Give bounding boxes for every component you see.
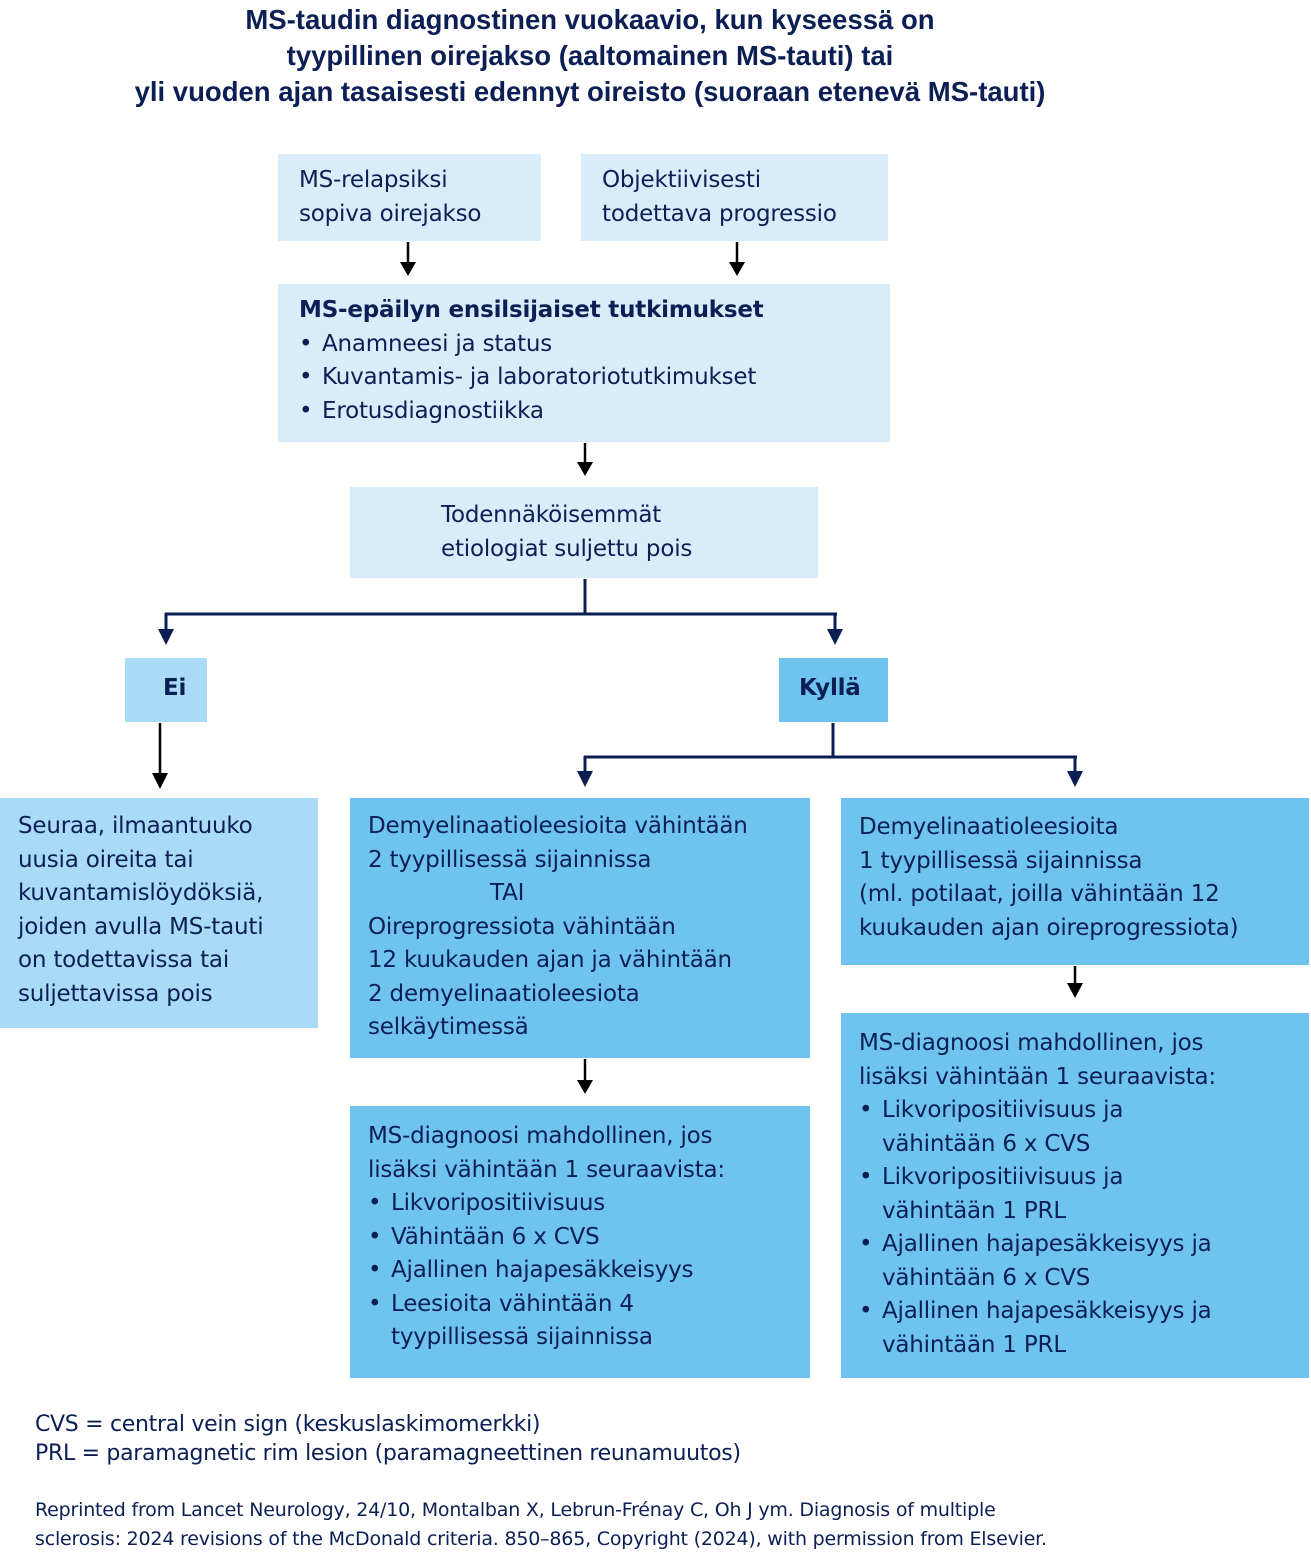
arrow-lesions-one-to-diagnosis [1067, 966, 1083, 998]
node-relapse: MS-relapsiksi sopiva oirejakso [278, 154, 541, 241]
node-text: joiden avulla MS-tauti [18, 913, 264, 940]
node-diagnosis-left: MS-diagnoosi mahdollinen, jos lisäksi vä… [350, 1106, 810, 1378]
node-label: Ei [163, 675, 187, 701]
node-text: on todettavissa tai [18, 947, 230, 973]
node-follow-up: Seuraa, ilmaantuuko uusia oireita tai ku… [0, 798, 318, 1028]
item-text: tyypillisessä sijainnissa [391, 1324, 653, 1350]
node-text: lisäksi vähintään 1 seuraavista: [859, 1063, 1216, 1090]
list-item: Erotusdiagnostiikka [299, 395, 890, 429]
item-text: Likvoripositiivisuus [391, 1190, 606, 1216]
list-item: Likvoripositiivisuus ja vähintään 6 x CV… [859, 1094, 1309, 1161]
item-text: Ajallinen hajapesäkkeisyys [391, 1257, 694, 1283]
list-item: Leesioita vähintään 4 tyypillisessä sija… [368, 1288, 810, 1355]
credit-line: Reprinted from Lancet Neurology, 24/10, … [35, 1499, 996, 1521]
item-text: Ajallinen hajapesäkkeisyys ja [882, 1298, 1212, 1324]
abbreviation-prl: PRL = paramagnetic rim lesion (paramagne… [35, 1441, 741, 1466]
node-text: uusia oireita tai [18, 846, 194, 873]
or-label: TAI [490, 880, 525, 906]
diagram-title: MS-taudin diagnostinen vuokaavio, kun ky… [0, 2, 1180, 110]
node-text: sopiva oirejakso [299, 200, 482, 227]
node-text: Demyelinaatioleesioita [859, 814, 1119, 840]
initial-tests-list: Anamneesi ja status Kuvantamis- ja labor… [299, 328, 890, 429]
source-credit: Reprinted from Lancet Neurology, 24/10, … [35, 1496, 1047, 1553]
node-text: Seuraa, ilmaantuuko [18, 813, 253, 839]
branch-excluded-to-answers [158, 579, 843, 645]
abbreviations: CVS = central vein sign (keskuslaskimome… [35, 1410, 741, 1468]
node-lesions-two: Demyelinaatioleesioita vähintään 2 tyypi… [350, 798, 810, 1058]
node-diagnosis-right: MS-diagnoosi mahdollinen, jos lisäksi vä… [841, 1013, 1309, 1378]
arrow-lesions-two-to-diagnosis [577, 1059, 593, 1094]
arrow-relapse-to-tests [400, 242, 416, 276]
node-initial-tests: MS-epäilyn ensilsijaiset tutkimukset Ana… [278, 284, 890, 442]
node-text: Todennäköisemmät [441, 502, 662, 528]
diagnosis-left-list: Likvoripositiivisuus Vähintään 6 x CVS A… [368, 1187, 810, 1355]
list-item: Vähintään 6 x CVS [368, 1221, 810, 1255]
title-line: MS-taudin diagnostinen vuokaavio, kun ky… [245, 4, 935, 35]
list-item: Ajallinen hajapesäkkeisyys ja vähintään … [859, 1295, 1309, 1362]
node-text: 2 demyelinaatioleesiota [368, 980, 640, 1007]
node-text: lisäksi vähintään 1 seuraavista: [368, 1156, 725, 1183]
item-text: vähintään 1 PRL [882, 1331, 1066, 1358]
list-item: Ajallinen hajapesäkkeisyys [368, 1254, 810, 1288]
node-text: kuvantamislöydöksiä, [18, 880, 264, 906]
diagnosis-right-list: Likvoripositiivisuus ja vähintään 6 x CV… [859, 1094, 1309, 1362]
node-text: suljettavissa pois [18, 980, 213, 1007]
list-item: Anamneesi ja status [299, 328, 890, 362]
node-text: (ml. potilaat, joilla vähintään 12 [859, 881, 1220, 907]
arrow-progression-to-tests [729, 242, 745, 276]
node-text: Oireprogressiota vähintään [368, 913, 676, 940]
node-text: selkäytimessä [368, 1014, 529, 1040]
node-label: Kyllä [799, 675, 861, 701]
node-text: Objektiivisesti [602, 167, 761, 193]
node-progression: Objektiivisesti todettava progressio [581, 154, 888, 241]
node-text: 2 tyypillisessä sijainnissa [368, 846, 652, 873]
node-text: kuukauden ajan oireprogressiota) [859, 914, 1239, 941]
item-text: Likvoripositiivisuus ja [882, 1164, 1124, 1190]
item-text: vähintään 6 x CVS [882, 1130, 1091, 1157]
node-no: Ei [125, 658, 207, 722]
list-item: Likvoripositiivisuus ja vähintään 1 PRL [859, 1161, 1309, 1228]
node-text: MS-diagnoosi mahdollinen, jos [859, 1030, 1204, 1056]
item-text: Leesioita vähintään 4 [391, 1290, 634, 1317]
node-text: MS-relapsiksi [299, 167, 448, 193]
node-text: todettava progressio [602, 200, 837, 227]
item-text: vähintään 1 PRL [882, 1197, 1066, 1224]
item-text: Likvoripositiivisuus ja [882, 1097, 1124, 1123]
node-lesions-one: Demyelinaatioleesioita 1 tyypillisessä s… [841, 798, 1309, 965]
item-text: Ajallinen hajapesäkkeisyys ja [882, 1231, 1212, 1257]
branch-yes-to-lesions [577, 723, 1083, 787]
credit-line: sclerosis: 2024 revisions of the McDonal… [35, 1527, 1047, 1550]
list-item: Likvoripositiivisuus [368, 1187, 810, 1221]
node-text: MS-diagnoosi mahdollinen, jos [368, 1123, 713, 1149]
abbreviation-cvs: CVS = central vein sign (keskuslaskimome… [35, 1412, 541, 1437]
node-heading: MS-epäilyn ensilsijaiset tutkimukset [299, 297, 764, 323]
node-text: Demyelinaatioleesioita vähintään [368, 813, 748, 839]
node-text: 12 kuukauden ajan ja vähintään [368, 947, 732, 973]
list-item: Kuvantamis- ja laboratoriotutkimukset [299, 361, 890, 395]
title-line: yli vuoden ajan tasaisesti edennyt oirei… [134, 76, 1046, 107]
node-text: etiologiat suljettu pois [441, 535, 693, 562]
title-line: tyypillinen oirejakso (aaltomainen MS-ta… [286, 40, 894, 71]
arrow-tests-to-excluded [577, 443, 593, 476]
node-text: 1 tyypillisessä sijainnissa [859, 847, 1143, 874]
arrow-no-to-follow-up [152, 723, 168, 789]
item-text: vähintään 6 x CVS [882, 1264, 1091, 1291]
node-excluded: Todennäköisemmät etiologiat suljettu poi… [350, 487, 818, 578]
list-item: Ajallinen hajapesäkkeisyys ja vähintään … [859, 1228, 1309, 1295]
node-yes: Kyllä [779, 658, 888, 722]
item-text: Vähintään 6 x CVS [391, 1223, 600, 1250]
